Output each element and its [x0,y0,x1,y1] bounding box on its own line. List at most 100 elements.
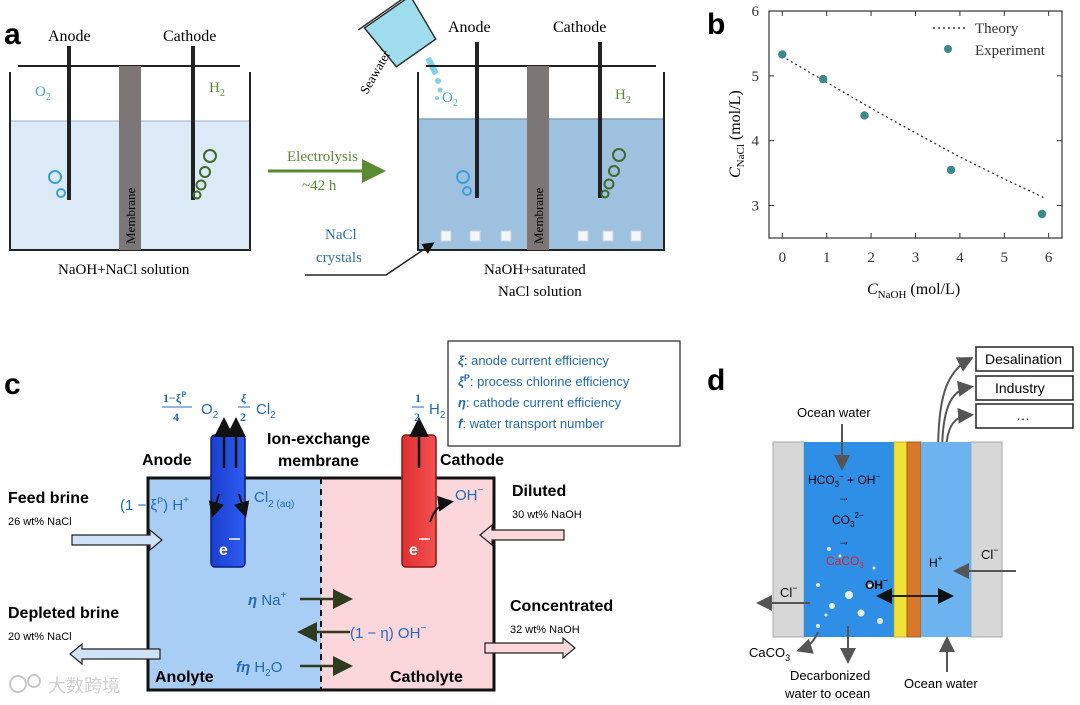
seawater-beaker: Seawater [357,0,443,100]
legend-experiment-label: Experiment [975,43,1046,59]
anode-electron: e [219,542,228,559]
x-tick-label: 1 [823,250,831,266]
oh-flux-label: (1 − η) OH− [350,623,426,642]
caco3-formed-label: CaCO3 [826,554,864,570]
legend-row: ξ: anode current efficiency [458,353,609,368]
h-plus-arrow [208,493,225,518]
o2-bubble [456,170,470,184]
product-arrow [937,357,974,456]
diluted-label: Diluted [512,483,566,500]
water-drop [435,96,439,100]
h2-bubble [600,189,610,199]
panel-a-label: a [4,18,21,51]
h2-product: 1 2 H2 [412,391,446,424]
svg-text:4: 4 [173,410,179,424]
h2-bubble [192,190,202,200]
left-membrane-label: Membrane [123,187,138,244]
x-tick-label: 0 [779,250,787,266]
theory-line [781,55,1045,199]
nacl-label-2: crystals [316,250,362,266]
co3-label: CO32− [832,511,864,529]
symbol-legend: ξ: anode current efficiency ξP: process … [458,353,630,431]
o2-bubble [56,188,66,198]
right-membrane-label: Membrane [531,187,546,244]
watermark-logo-icon [9,675,27,693]
na-flux-label: η Na+ [248,590,287,609]
anode-label: Anode [142,452,192,469]
nacl-label-1: NaCl [325,227,357,243]
chart-legend: Theory Experiment [933,21,1046,59]
experiment-point [860,111,869,120]
svg-text:1: 1 [415,391,421,405]
x-tick-label: 6 [1045,250,1053,266]
concentrated-label: Concentrated [510,598,613,615]
oh-arrow [429,495,454,523]
left-membrane [119,66,141,250]
catholyte-label: Catholyte [390,669,463,686]
left-h2-label: H2 [209,80,225,99]
oh-label: OH− [455,485,484,504]
y-tick-label: 4 [752,134,760,150]
panel-d-label: d [707,364,725,397]
duration-label: ~42 h [302,178,337,194]
h2-bubble [612,148,626,162]
h2-bubble [203,149,217,163]
cl2aq-label: Cl2 (aq) [254,489,294,510]
x-axis-label: CNaOH (mol/L) [867,281,960,301]
panel-a: a Anode Cathode O2 H2 Membrane NaOH+NaCl… [4,0,665,300]
x-tick-label: 3 [912,250,920,266]
experiment-point [818,74,828,84]
panel-c-label: c [4,368,21,401]
svg-text:ξ: ξ [241,391,247,405]
panel-c: c e e Anode Cathode Ion-exchange membran… [4,340,681,692]
anolyte-label: Anolyte [155,669,214,686]
orange-membrane [906,441,922,638]
symbol-legend-box [447,340,681,447]
water-flux-label: fη H2O [236,659,282,679]
yellow-membrane [893,441,908,638]
right-membrane [527,66,549,250]
svg-text:1−ξP: 1−ξP [163,390,186,405]
x-tick-label: 4 [956,250,964,266]
svg-text:O2: O2 [201,401,219,421]
feed-brine-arrow [71,528,163,552]
membrane-label-1: Ion-exchange [267,431,370,448]
right-cathode-label: Cathode [553,19,606,36]
experiment-point [778,50,787,59]
ocean-water-top-label: Ocean water [797,405,871,420]
concentrated-arrow [484,636,576,660]
other-box [975,403,1074,429]
cl2aq-arrow [233,493,250,518]
svg-text:H2: H2 [429,401,446,421]
caco3-out-label: CaCO3 [749,645,790,663]
o2-bubble [48,170,62,184]
arrow2-label: → [838,534,850,548]
left-end-plate [772,441,805,638]
experiment-point [946,165,956,175]
left-anode-label: Anode [48,28,91,45]
legend-row: ξP: process chlorine efficiency [458,373,630,389]
ocean-water-bottom-label: Ocean water [904,676,978,691]
seawater-label: Seawater [357,47,394,96]
o2-product: 1−ξP 4 O2 [162,390,219,424]
legend-row: η: cathode current efficiency [458,395,622,410]
panel-d: d Desalination Industry … Ocean water HC… [707,346,1074,701]
cathode-electron: e [409,542,418,559]
industry-box [975,375,1074,401]
industry-label: Industry [995,380,1045,396]
arrow1-label: → [838,490,850,504]
nacl-pointer [305,242,435,276]
hco3-label: HCO3− + OH− [808,472,880,489]
o2-bubble [462,186,472,196]
acid-chamber [804,442,894,637]
electrolysis-arrow: Electrolysis ~42 h [268,149,386,194]
beaker-icon [363,0,437,68]
right-cell: Anode Cathode O2 H2 Membrane [417,19,665,251]
base-chamber [921,442,971,637]
left-solution-label: NaOH+NaCl solution [58,262,190,278]
legend-row: f: water transport number [458,416,605,431]
water-drop [437,87,443,93]
x-tick-label: 2 [867,250,875,266]
right-o2-label: O2 [442,90,458,109]
